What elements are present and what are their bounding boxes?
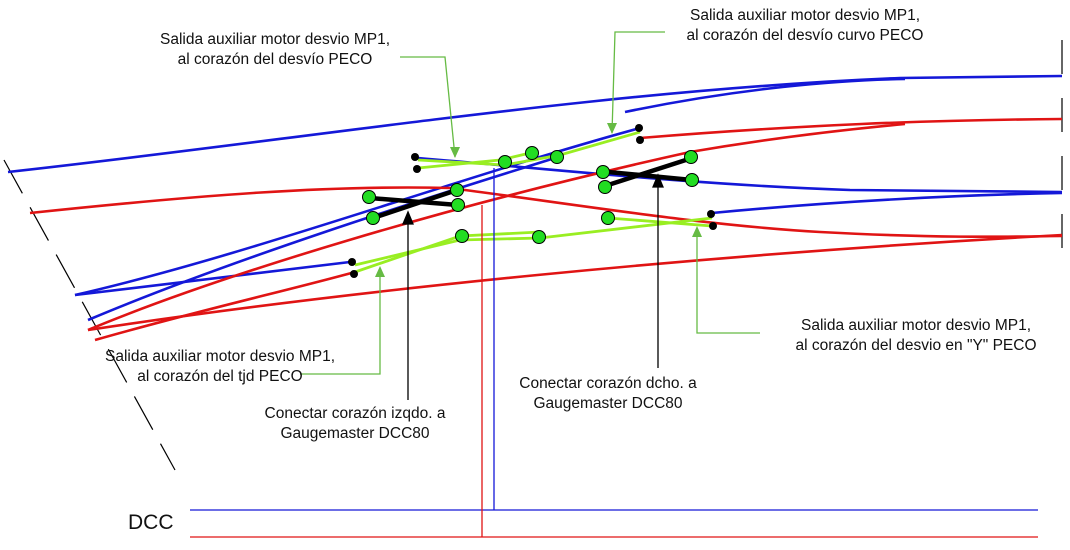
arrowhead-peco-left [450,147,460,158]
connection-point [450,183,464,197]
label-peco-left-line2: al corazón del desvío PECO [177,51,373,68]
rail-break-dot [635,124,643,132]
label-peco-left: Salida auxiliar motor desvio MP1, al cor… [150,30,400,70]
blue-rail-right-lower [711,191,1063,215]
red-rail-cross-a [87,150,691,332]
blue-rail-short [74,260,351,297]
red-rail-left-short [94,270,356,342]
label-frog-right-line1: Conectar corazón dcho. a [519,375,697,392]
frog-bar-left-1 [367,195,461,208]
arrowhead-peco-y [692,226,702,237]
label-peco-left-line1: Salida auxiliar motor desvio MP1, [159,31,391,48]
blue-rail-left-lower [87,156,556,322]
red-rails [29,117,1063,342]
label-peco-y: Salida auxiliar motor desvio MP1, al cor… [766,316,1066,356]
leader-arrowheads [375,123,702,277]
blue-rail-top-main [7,74,1063,174]
blue-rail-curve-upper [624,77,906,114]
label-frog-right: Conectar corazón dcho. a Gaugemaster DCC… [508,374,708,414]
connection-point [532,230,546,244]
label-peco-y-line2: al corazón del desvio en "Y" PECO [795,337,1037,354]
connection-point [596,165,610,179]
connection-point [366,211,380,225]
label-frog-left: Conectar corazón izqdo. a Gaugemaster DC… [255,404,455,444]
frog-leaders [402,173,664,400]
label-frog-right-line2: Gaugemaster DCC80 [533,395,683,412]
red-rail-cross-b [449,186,1063,239]
label-tjd-line1: Salida auxiliar motor desvio MP1, [104,348,336,365]
frog-wire-right [607,216,713,228]
connection-point [455,229,469,243]
frog-bars [367,155,695,221]
rail-break-dot [636,136,644,144]
connection-point [525,146,539,160]
red-rail-sweep [689,122,906,154]
leader-tjd [300,268,381,375]
label-peco-y-line1: Salida auxiliar motor desvio MP1, [800,317,1032,334]
callout-leaders [300,31,760,375]
red-rail-long-lower [87,233,1063,332]
leader-peco-y [696,228,760,334]
leader-peco-curve [611,31,665,134]
blue-rails [7,74,1063,322]
connection-point [684,150,698,164]
red-rail-upper-right [639,117,1063,140]
rail-break-dot [707,210,715,218]
frog-bar-right-2 [602,155,695,189]
label-peco-curve-line2: al corazón del desvío curvo PECO [686,27,924,44]
rail-break-dot [411,153,419,161]
label-frog-left-line1: Conectar corazón izqdo. a [264,405,446,422]
frog-bar-right-1 [605,169,695,183]
connection-point [498,155,512,169]
rail-break-dot [413,165,421,173]
connection-point [598,180,612,194]
connection-point [451,198,465,212]
connection-point [550,150,564,164]
frog-bar-left-2 [370,187,460,221]
connection-point [362,190,376,204]
arrowhead-frog-right [652,173,664,188]
rail-break-dot [350,270,358,278]
rail-break-dot [348,258,356,266]
label-tjd: Salida auxiliar motor desvio MP1, al cor… [70,347,370,387]
rail-break-dot [709,222,717,230]
red-rail-top [29,186,451,215]
connection-points [362,146,699,244]
arrowhead-frog-left [402,210,414,225]
label-tjd-line2: al corazón del tjd PECO [137,368,303,385]
leader-peco-left [400,56,456,158]
dcc-bus-label: DCC [128,511,174,534]
arrowhead-peco-curve [607,123,617,134]
label-frog-left-line2: Gaugemaster DCC80 [280,425,430,442]
label-peco-curve-line1: Salida auxiliar motor desvio MP1, [689,7,921,24]
connection-point [601,211,615,225]
label-peco-curve: Salida auxiliar motor desvio MP1, al cor… [660,6,950,46]
arrowhead-tjd [375,266,385,277]
rail-breaks [348,124,717,278]
connection-point [685,173,699,187]
